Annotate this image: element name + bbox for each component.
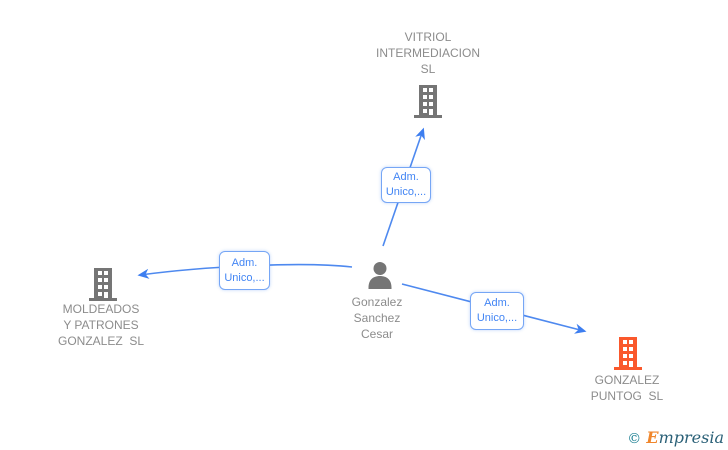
node-label: MOLDEADOS Y PATRONES GONZALEZ SL (57, 302, 145, 348)
empresia-logo: © Empresia (627, 429, 724, 448)
node-label: GONZALEZ PUNTOG SL (590, 373, 664, 403)
node-label: VITRIOL INTERMEDIACION SL (375, 30, 480, 76)
edge-label-adm-unico-moldeados[interactable]: Adm. Unico,... (219, 251, 270, 290)
edge-label-adm-unico-vitriol[interactable]: Adm. Unico,... (381, 167, 431, 203)
edge-label-adm-unico-puntog[interactable]: Adm. Unico,... (470, 292, 524, 330)
building-icon (614, 337, 642, 370)
brand-rest: mpresia (658, 428, 724, 447)
copyright-symbol: © (627, 431, 642, 447)
node-label: Gonzalez Sanchez Cesar (351, 295, 403, 341)
building-icon (89, 268, 117, 301)
brand-initial: E (646, 428, 659, 447)
person-icon (367, 261, 393, 289)
building-icon (414, 85, 442, 118)
